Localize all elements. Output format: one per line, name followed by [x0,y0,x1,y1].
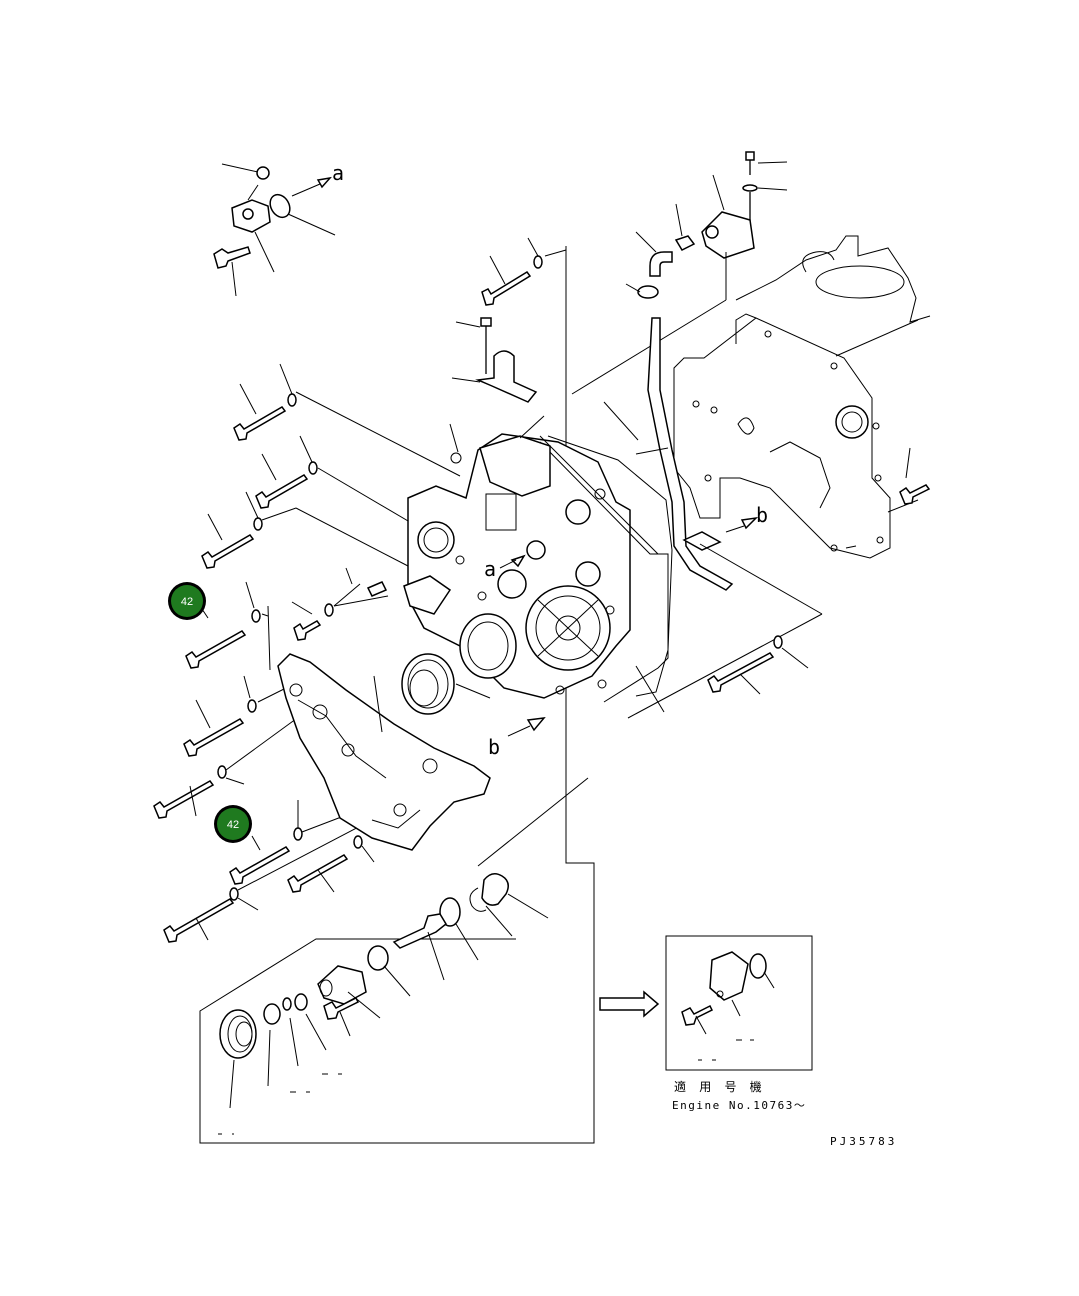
callout-42-upper[interactable]: 42 [168,582,206,620]
front-cover-gasket [547,435,673,697]
mounting-bracket [277,653,491,851]
engine-block [673,235,931,559]
bolt-right-lower [707,635,809,695]
hollow-arrow-to-inset [599,990,660,1018]
arrow-label-b-lower: b [488,735,500,759]
arrow-label-b-right: b [756,503,768,527]
bolt-column-upper [201,237,567,569]
water-tube: b [627,317,823,719]
front-seal [401,653,491,715]
callout-42-upper-label: 42 [181,596,193,608]
drawing-number: PJ35783 [830,1135,897,1148]
oil-switch-group: a [213,161,344,297]
arrow-label-a-top: a [332,161,344,185]
callout-42-lower-label: 42 [227,819,239,831]
bolt-group-callout-42-upper [185,567,389,671]
pump-parts-frame [199,777,595,1144]
inset-note-title: 適 用 号 機 [674,1079,765,1094]
inset-box [665,935,813,1071]
inset-note-engine-range: Engine No.10763～ [672,1099,806,1112]
arrow-b-lower: b [488,717,546,759]
callout-42-lower[interactable]: 42 [214,805,252,843]
arrow-label-a-center: a [484,557,496,581]
front-cover-assembly: a [403,401,669,713]
thermostat-group [571,151,788,395]
